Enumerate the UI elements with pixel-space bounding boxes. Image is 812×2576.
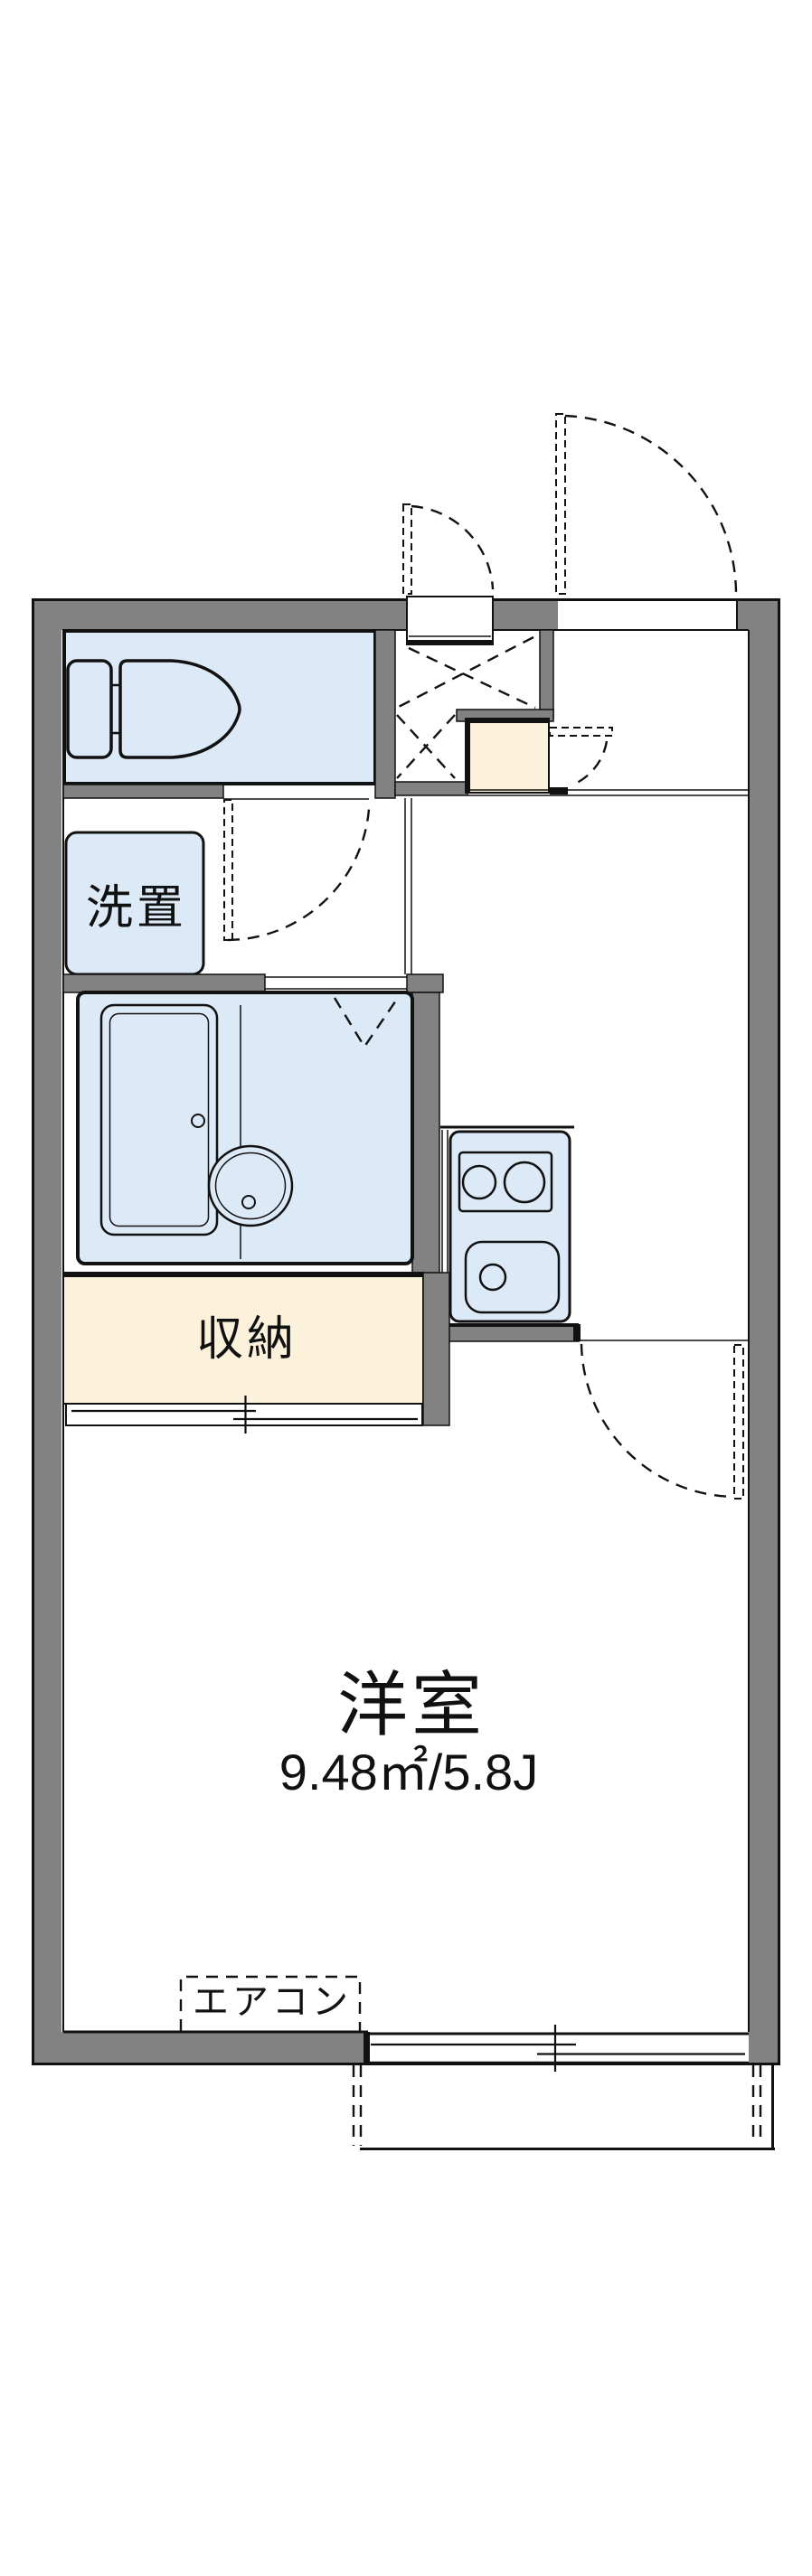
bathtub [99,1003,219,1236]
closet-sliding-door [65,1396,423,1434]
cabinet-door [549,727,613,794]
sink [464,1240,561,1314]
toilet-door [223,799,371,942]
storage-closet: 収納 [62,1272,450,1434]
genkan-cross-mark [394,635,536,779]
main-room-area: 9.48㎡/5.8J [279,1744,538,1800]
outer-walls [32,598,780,2065]
toilet-room [62,629,377,942]
shoe-cabinet [465,718,550,794]
burner-right [503,1161,546,1204]
sink-drain [478,1263,507,1292]
alcove-door [402,503,495,595]
bath-right-wall [411,992,440,1275]
washer-area: 洗置 [64,798,412,976]
burner-left [461,1164,497,1200]
washer-label: 洗置 [86,882,187,935]
hall-floor-line [467,789,749,796]
storage-label: 収納 [196,1313,297,1366]
genkan-bottom-wall [394,781,468,796]
genkan-right-wall [539,629,554,719]
aircon-box: エアコン [179,1975,362,2031]
toilet-genkan-wall [374,629,396,799]
balcony [352,2065,775,2150]
main-room-name: 洋室 [337,1665,486,1744]
closet-right-wall [422,1272,450,1426]
kitchen-bottom-wall [439,1325,580,1342]
kitchen [439,1125,749,1500]
entrance-area [374,413,749,799]
main-room: 洋室 9.48㎡/5.8J エアコン [179,1665,538,2031]
entrance-alcove [406,596,494,645]
bath-top-wall [62,973,266,993]
room-door [580,1343,744,1500]
bathroom [62,973,444,1275]
toilet-wall [62,784,224,799]
aircon-label: エアコン [193,1982,352,2022]
entrance-door [555,413,738,595]
washroom-divider [404,798,412,974]
washbasin [207,1144,294,1227]
toilet-fixture [66,659,241,759]
stove [458,1151,553,1213]
balcony-window [364,2025,749,2072]
